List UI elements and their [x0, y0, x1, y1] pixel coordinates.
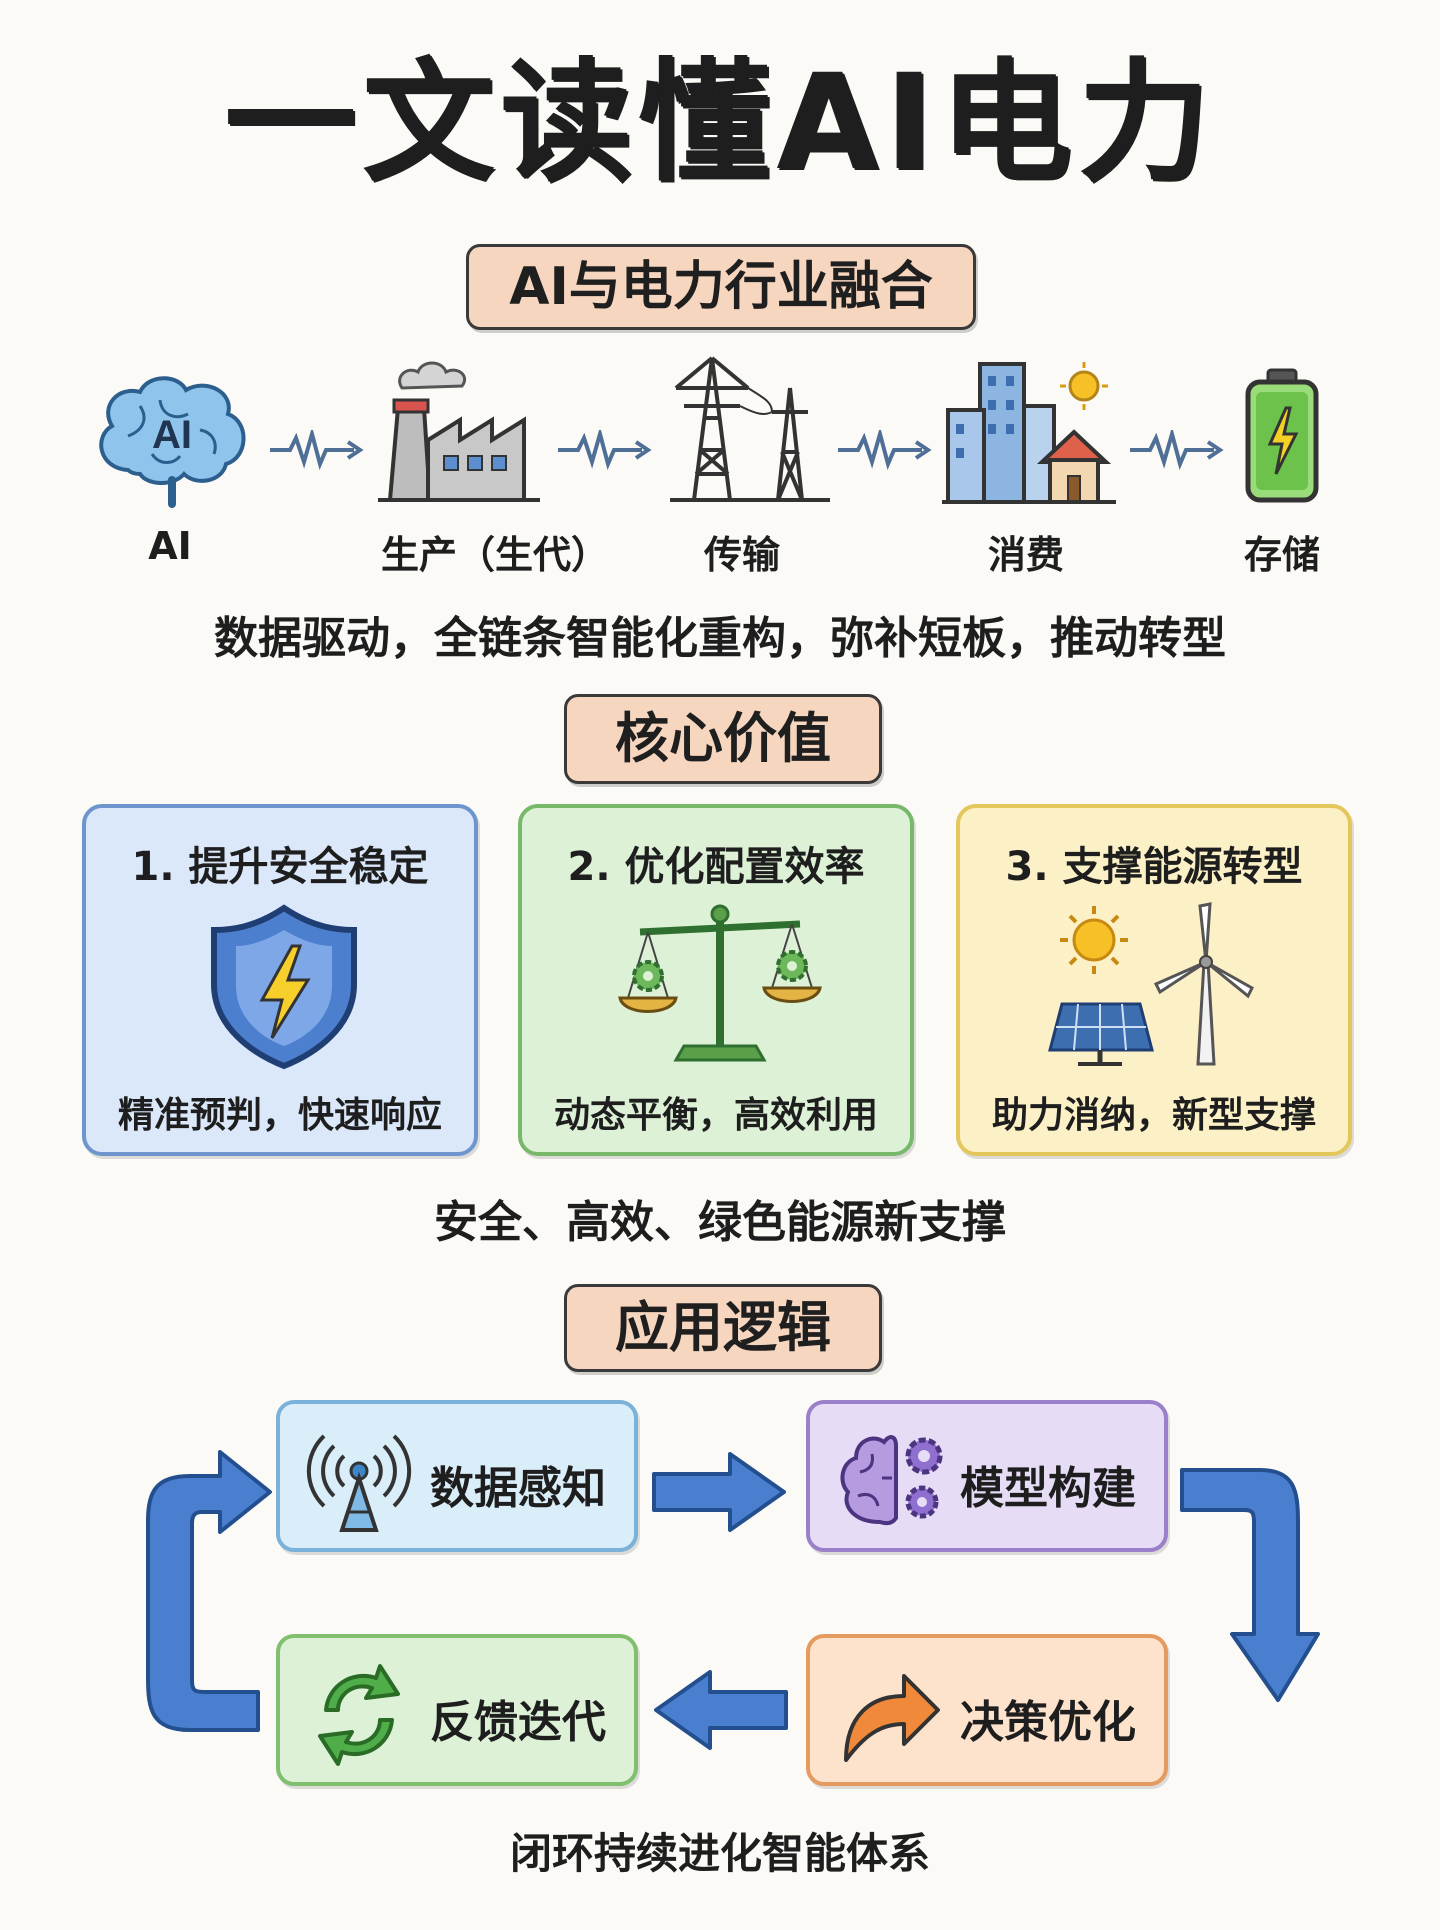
flow-arrow-icon [558, 430, 652, 470]
step-feedback-iteration: 反馈迭代 [276, 1634, 638, 1786]
chain-label-ai: AI [148, 524, 192, 568]
brain-icon: AI [99, 376, 246, 508]
step-data-sensing: 数据感知 [276, 1400, 638, 1552]
section-heading-core-value: 核心价值 [564, 694, 882, 784]
transmission-tower-icon [670, 356, 830, 502]
shield-lightning-icon [211, 904, 357, 1070]
step-label: 反馈迭代 [430, 1697, 606, 1748]
value-card-subtitle: 动态平衡，高效利用 [553, 1095, 878, 1136]
chain-label-production: 生产（生代） [380, 533, 609, 577]
step-label: 数据感知 [430, 1463, 606, 1514]
solar-wind-icon [1048, 902, 1254, 1066]
section-heading-logic: 应用逻辑 [564, 1284, 882, 1372]
value-card-subtitle: 助力消纳，新型支撑 [991, 1095, 1316, 1136]
chain-label-storage: 存储 [1243, 533, 1320, 577]
battery-icon [1245, 368, 1319, 503]
curved-arrow-icon [844, 1674, 940, 1762]
integration-summary: 数据驱动，全链条智能化重构，弥补短板，推动转型 [214, 613, 1226, 664]
step-model-building: 模型构建 [806, 1400, 1168, 1552]
logic-summary: 闭环持续进化智能体系 [509, 1829, 930, 1878]
flow-arrow-icon [270, 430, 364, 470]
cycle-arrows [146, 1450, 1320, 1750]
step-decision-optimization: 决策优化 [806, 1634, 1168, 1786]
chain-label-consumption: 消费 [987, 533, 1064, 577]
page-title: 一文读懂AI电力 [224, 46, 1216, 200]
brain-icon-text: AI [152, 413, 192, 457]
factory-icon [378, 361, 540, 502]
step-label: 决策优化 [960, 1697, 1136, 1748]
chain-label-transmission: 传输 [703, 533, 780, 577]
value-card-title: 1. 提升安全稳定 [131, 844, 429, 890]
brain-gears-icon [840, 1435, 943, 1526]
value-card-subtitle: 精准预判，快速响应 [117, 1095, 442, 1136]
value-card-title: 3. 支撑能源转型 [1005, 844, 1303, 890]
refresh-cycle-icon [318, 1664, 400, 1766]
value-card-safety: 1. 提升安全稳定 精准预判，快速响应 [82, 804, 478, 1156]
value-card-transition: 3. 支撑能源转型 助力消纳，新型支撑 [956, 804, 1352, 1156]
core-value-summary: 安全、高效、绿色能源新支撑 [434, 1197, 1006, 1248]
signal-antenna-icon [306, 1434, 412, 1532]
balance-scale-icon [618, 904, 822, 1062]
section-heading-integration: AI与电力行业融合 [466, 244, 976, 330]
flow-arrow-icon [838, 430, 932, 470]
value-card-efficiency: 2. 优化配置效率 动态平衡，高效利用 [518, 804, 914, 1156]
city-buildings-icon [942, 362, 1116, 504]
flow-arrow-icon [1130, 430, 1224, 470]
step-label: 模型构建 [960, 1463, 1136, 1514]
value-card-title: 2. 优化配置效率 [567, 844, 865, 890]
